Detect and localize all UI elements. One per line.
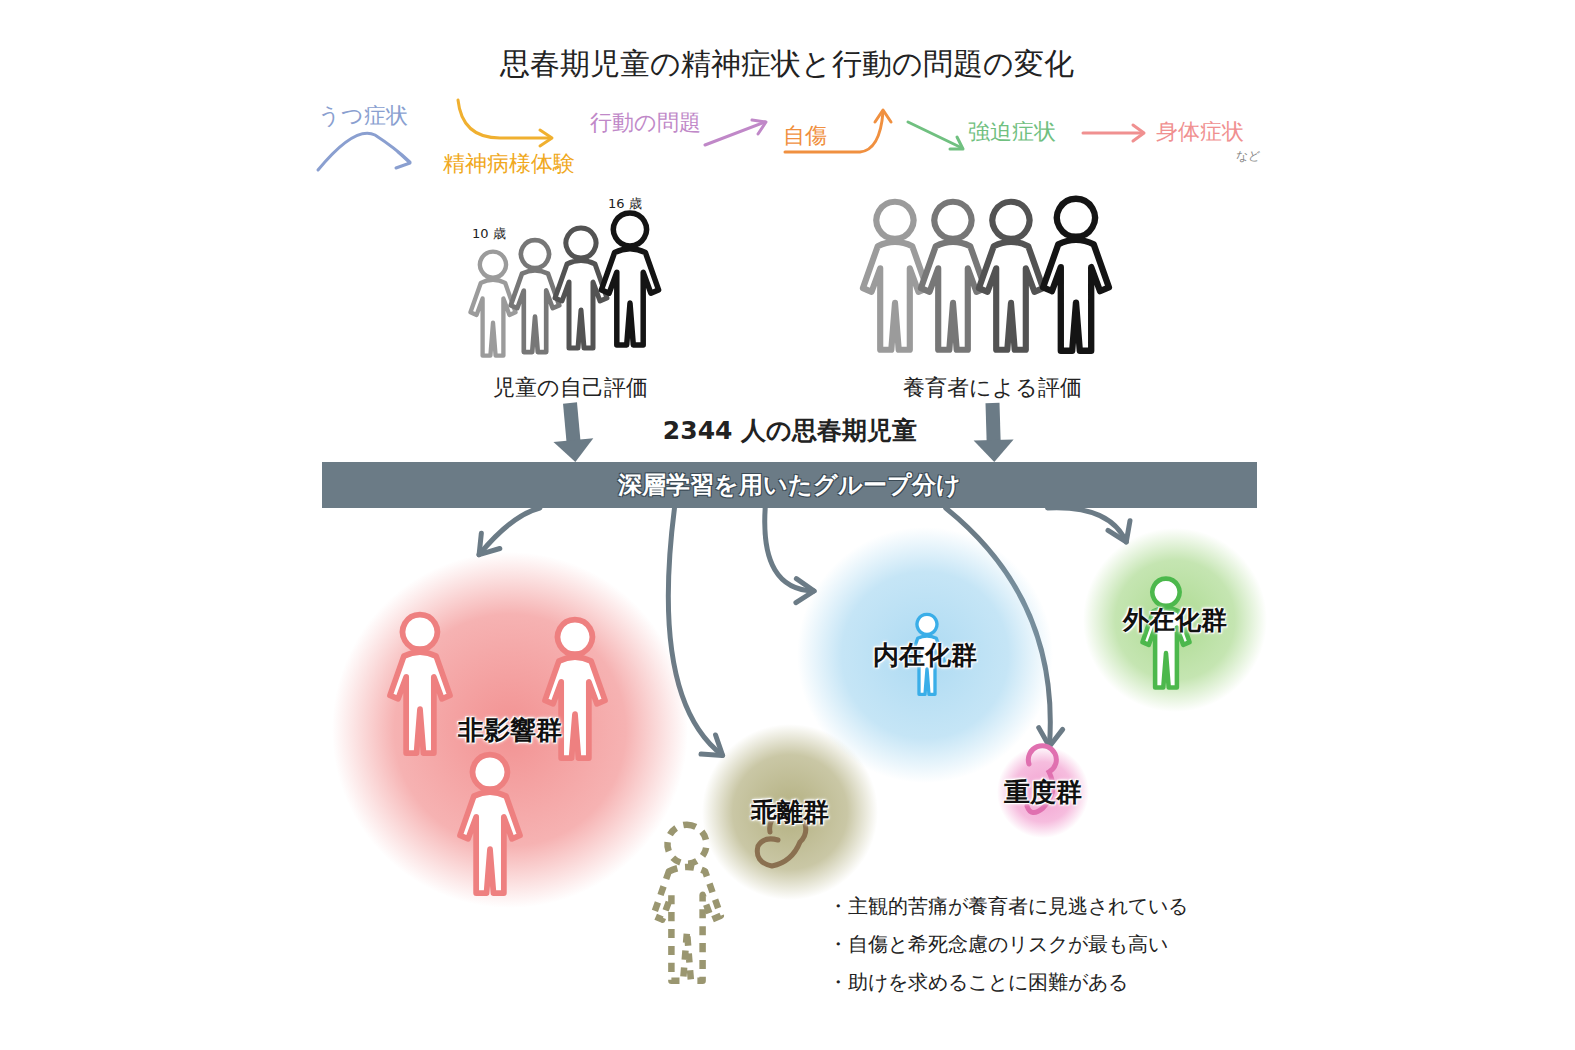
person-figure [979,202,1043,350]
connector-line [570,403,574,442]
trend-arrow [752,120,766,134]
connector [553,403,593,462]
person-figure [470,252,515,356]
connector [974,403,1014,462]
arrow-head [553,438,593,462]
group-circle: 内在化群 [797,527,1053,783]
person-figure [863,202,927,350]
person-figure [921,202,985,350]
trend-arrow [458,100,550,138]
trend-arrow [318,133,410,170]
connector [479,508,540,555]
arrow-head [479,533,500,555]
halo [997,746,1089,838]
person-icon [460,755,520,893]
trend-arrow [908,122,962,148]
connector-line [993,403,994,442]
group-circle: 外在化群 [1083,528,1267,712]
note-label: など [1236,149,1260,163]
connector-line [765,508,814,591]
arrow-head [701,735,723,755]
trend-arrow [1133,125,1144,141]
arrow-head [974,439,1014,462]
grouping-band: 深層学習を用いたグループ分け [322,462,1257,508]
halo [797,527,1053,783]
child-self-report: 児童の自己評価 [455,185,685,403]
figure-caption: 養育者による評価 [850,373,1135,403]
age-label: 10 歳 [472,226,506,242]
group-name: 非影響群 [458,713,562,748]
symptom-label: うつ症状 [318,103,408,129]
group-name: 外在化群 [1123,603,1227,638]
person-figure [511,240,560,352]
group-name: 内在化群 [873,638,977,673]
group-circle: 非影響群 [332,552,688,908]
arrow-head [1108,521,1130,542]
trend-arrow [950,137,963,149]
bullet-note: ・主観的苦痛が養育者に見逃されている [828,894,1188,918]
age-label: 16 歳 [608,196,642,212]
group-name: 重度群 [1004,775,1082,810]
bullet-note: ・助けを求めることに困難がある [828,970,1128,994]
connector-line [479,508,540,555]
trend-arrow [396,152,410,168]
bullet-note: ・自傷と希死念慮のリスクが最も高い [828,932,1168,956]
trend-arrow [540,130,552,146]
trend-arrow [1083,132,1143,135]
connector [765,508,814,603]
group-circle: 重度群 [997,746,1089,838]
halo [1083,528,1267,712]
person-figure [1043,199,1109,351]
figure-group [455,185,685,403]
symptom-label: 精神病様体験 [443,151,575,177]
band-text: 深層学習を用いたグループ分け [618,469,961,501]
caregiver-report: 養育者による評価 [850,185,1135,403]
symptom-label: 強迫症状 [968,119,1056,145]
person-icon [390,615,450,753]
trend-arrow [875,110,891,122]
sample-label: 2344 人の思春期児童 [663,416,917,446]
halo [332,552,688,908]
figure-caption: 児童の自己評価 [455,373,685,403]
symptom-label: 行動の問題 [590,110,701,136]
trend-arrow [705,122,765,145]
symptom-label: 身体症状 [1156,119,1244,145]
person-figure [601,213,658,345]
diagram-title: 思春期児童の精神症状と行動の問題の変化 [500,46,1074,82]
group-name: 乖離群 [751,795,829,830]
symptom-label: 自傷 [783,123,827,149]
connector [1048,508,1130,542]
figure-group [850,185,1135,403]
